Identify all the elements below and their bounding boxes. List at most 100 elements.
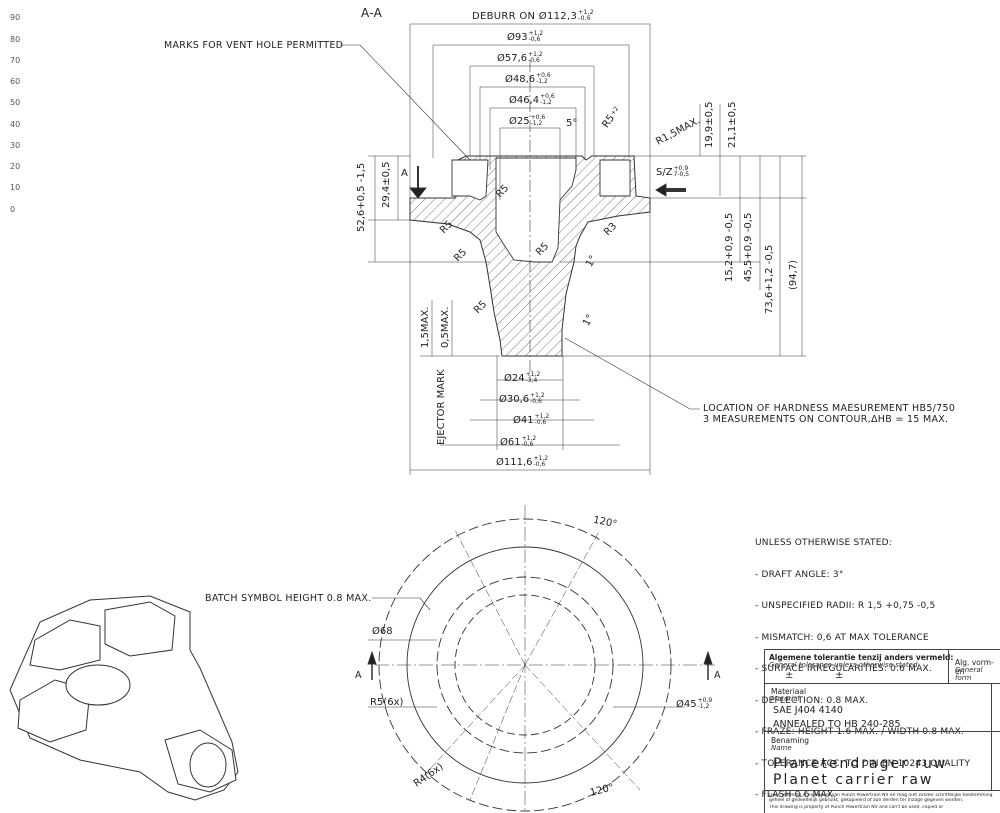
tol-upper: +1,2 bbox=[525, 371, 541, 378]
note-item: - MISMATCH: 0,6 AT MAX TOLERANCE bbox=[755, 632, 929, 643]
general-notes: UNLESS OTHERWISE STATED: - DRAFT ANGLE: … bbox=[755, 517, 970, 811]
ruler-tick: 10 bbox=[10, 183, 21, 192]
title-block: Algemene tolerantie tenzij anders vermel… bbox=[764, 649, 1000, 813]
deburr-text: DEBURR ON Ø112,3 bbox=[472, 11, 578, 22]
tol-upper: +1,2 bbox=[528, 30, 544, 37]
ruler-tick: 80 bbox=[10, 35, 21, 44]
dim-d45: Ø45+0,9-1,2 bbox=[676, 698, 712, 711]
name-label: Benaming bbox=[771, 736, 810, 745]
ruler-tick: 40 bbox=[10, 120, 21, 129]
tol-lower: -0,6 bbox=[528, 36, 541, 43]
part-name-nl: Planetendrager ruw bbox=[773, 756, 948, 772]
ejector-mark-label: EJECTOR MARK bbox=[436, 369, 447, 445]
dim-text: Ø46,4 bbox=[509, 95, 540, 106]
plan-marker-a-right: A bbox=[714, 670, 721, 681]
dim-r5-6x: R5(6x) bbox=[370, 697, 404, 708]
ruler-tick: 30 bbox=[10, 141, 21, 150]
tol-lower: 7-0,5 bbox=[673, 171, 690, 178]
dim-0-5max: 0,5MAX. bbox=[440, 306, 451, 348]
dim-text: Ø45 bbox=[676, 699, 697, 710]
dim-text: Ø24 bbox=[504, 373, 525, 384]
material-label: Materiaal bbox=[771, 687, 807, 696]
dim-d111: Ø111,6+1,2-0,6 bbox=[496, 455, 549, 469]
dim-15-2: 15,2+0,9 -0,5 bbox=[724, 212, 735, 282]
dim-text: Ø111,6 bbox=[496, 457, 533, 468]
dim-text: Ø30,6 bbox=[499, 394, 530, 405]
dim-1-5max: 1,5MAX. bbox=[420, 306, 431, 348]
dim-d46: Ø46,4+0,6-1,2 bbox=[509, 93, 555, 107]
name-label-en: Name bbox=[771, 744, 792, 752]
section-view bbox=[340, 23, 806, 611]
section-title: A-A bbox=[361, 6, 383, 20]
vent-hole-callout: MARKS FOR VENT HOLE PERMITTED bbox=[164, 40, 344, 51]
dim-text: S/Z bbox=[656, 167, 673, 178]
material-label-en: Material bbox=[771, 695, 800, 703]
tol-lower: -1,2 bbox=[697, 703, 710, 710]
note-item: - FLASH 0.6 MAX. bbox=[755, 790, 837, 800]
note-item: - DRAFT ANGLE: 3° bbox=[755, 569, 844, 580]
dim-45-5: 45,5+0,9 -0,5 bbox=[743, 212, 754, 282]
tol-lower: -0,6 bbox=[528, 57, 540, 64]
tol-heading-en: General tolerance unless otherwise state… bbox=[769, 661, 920, 669]
pm-symbol: ± bbox=[835, 670, 844, 681]
ownership-notice-en: This drawing is property of Punch Powert… bbox=[769, 805, 944, 810]
dim-d61: Ø61+1,2-0,6 bbox=[500, 435, 537, 449]
dim-d25: Ø25+0,6-1,2 bbox=[509, 115, 545, 128]
ruler-tick: 20 bbox=[10, 162, 21, 171]
note-item: - TOLERANCE ACC. TO DIN EN 10243 QUALITY bbox=[755, 758, 971, 769]
tol-upper: +1,2 bbox=[528, 51, 543, 58]
dim-text: Ø57,6 bbox=[497, 53, 528, 64]
part-name-en: Planet carrier raw bbox=[773, 772, 934, 788]
hardness-note-2: 3 MEASUREMENTS ON CONTOUR,ΔHB = 15 MAX. bbox=[703, 414, 949, 425]
tol-lower: -1,2 bbox=[536, 78, 548, 85]
tol-upper: +1,2 bbox=[578, 9, 594, 16]
note-item: - DEFLECTION: 0.8 MAX. bbox=[755, 695, 869, 706]
dim-d41: Ø41+1,2-0,6 bbox=[513, 413, 550, 427]
hardness-note-1: LOCATION OF HARDNESS MAESUREMENT HB5/750 bbox=[703, 403, 956, 414]
note-item: - UNSPECIFIED RADII: R 1,5 +0,75 -0,5 bbox=[755, 601, 936, 611]
tol-lower: -0,6 bbox=[530, 398, 542, 405]
angle-5deg: 5° bbox=[566, 118, 578, 129]
dim-text: Ø61 bbox=[500, 437, 521, 448]
dim-text: Ø48,6 bbox=[505, 74, 536, 85]
tol-lower: -0,6 bbox=[534, 419, 547, 426]
dim-d48: Ø48,6+0,6-1,2 bbox=[505, 73, 551, 86]
ruler-tick: 90 bbox=[10, 13, 21, 22]
plan-view bbox=[367, 505, 715, 812]
tol-upper: +0,9 bbox=[673, 165, 689, 172]
dim-d24: Ø24+1,2-3,4 bbox=[504, 371, 541, 385]
tol-heading: Algemene tolerantie tenzij anders vermel… bbox=[769, 653, 954, 662]
tol-lower: -1,2 bbox=[530, 120, 543, 127]
dim-d93: Ø93+1,2-0,6 bbox=[507, 30, 544, 44]
material-treatment: ANNEALED TO HB 240-285 bbox=[773, 719, 901, 730]
ruler-tick: 70 bbox=[10, 56, 21, 65]
ruler-tick: 0 bbox=[10, 205, 16, 214]
tol-lower: -1,2 bbox=[540, 99, 552, 106]
note-item: - SURFACE IRREGULARITIES: 0.6 MAX. bbox=[755, 664, 932, 674]
tol-lower: -0,6 bbox=[533, 461, 546, 468]
tol-upper: +1,2 bbox=[533, 455, 549, 462]
dim-d68: Ø68 bbox=[372, 626, 393, 637]
dim-d57: Ø57,6+1,2-0,6 bbox=[497, 51, 543, 65]
plan-marker-a-left: A bbox=[355, 670, 362, 681]
alg-form-en: General form bbox=[955, 666, 983, 682]
ruler-tick: 50 bbox=[10, 98, 21, 107]
dim-19-9: 19,9±0,5 bbox=[704, 101, 715, 148]
ownership-notice: Deze tekening is eigendom van Punch Powe… bbox=[769, 793, 993, 803]
isometric-view bbox=[9, 595, 239, 801]
deburr-callout: DEBURR ON Ø112,3+1,2-0,6 bbox=[472, 9, 594, 23]
tol-upper: +1,2 bbox=[530, 392, 545, 399]
dim-73-6: 73,6+1,2 -0,5 bbox=[764, 244, 775, 314]
tol-upper: +1,2 bbox=[521, 435, 537, 442]
tol-upper: +1,2 bbox=[534, 413, 550, 420]
tol-upper: +0,6 bbox=[540, 93, 555, 100]
dim-94-7: (94,7) bbox=[788, 259, 799, 290]
pm-symbol: ± bbox=[785, 670, 794, 681]
tol-lower: -3,4 bbox=[525, 377, 538, 384]
material-value: SAE J404 4140 bbox=[773, 705, 843, 716]
dim-d30: Ø30,6+1,2-0,6 bbox=[499, 392, 545, 406]
dim-text: Ø41 bbox=[513, 415, 534, 426]
ruler-tick: 60 bbox=[10, 77, 21, 86]
